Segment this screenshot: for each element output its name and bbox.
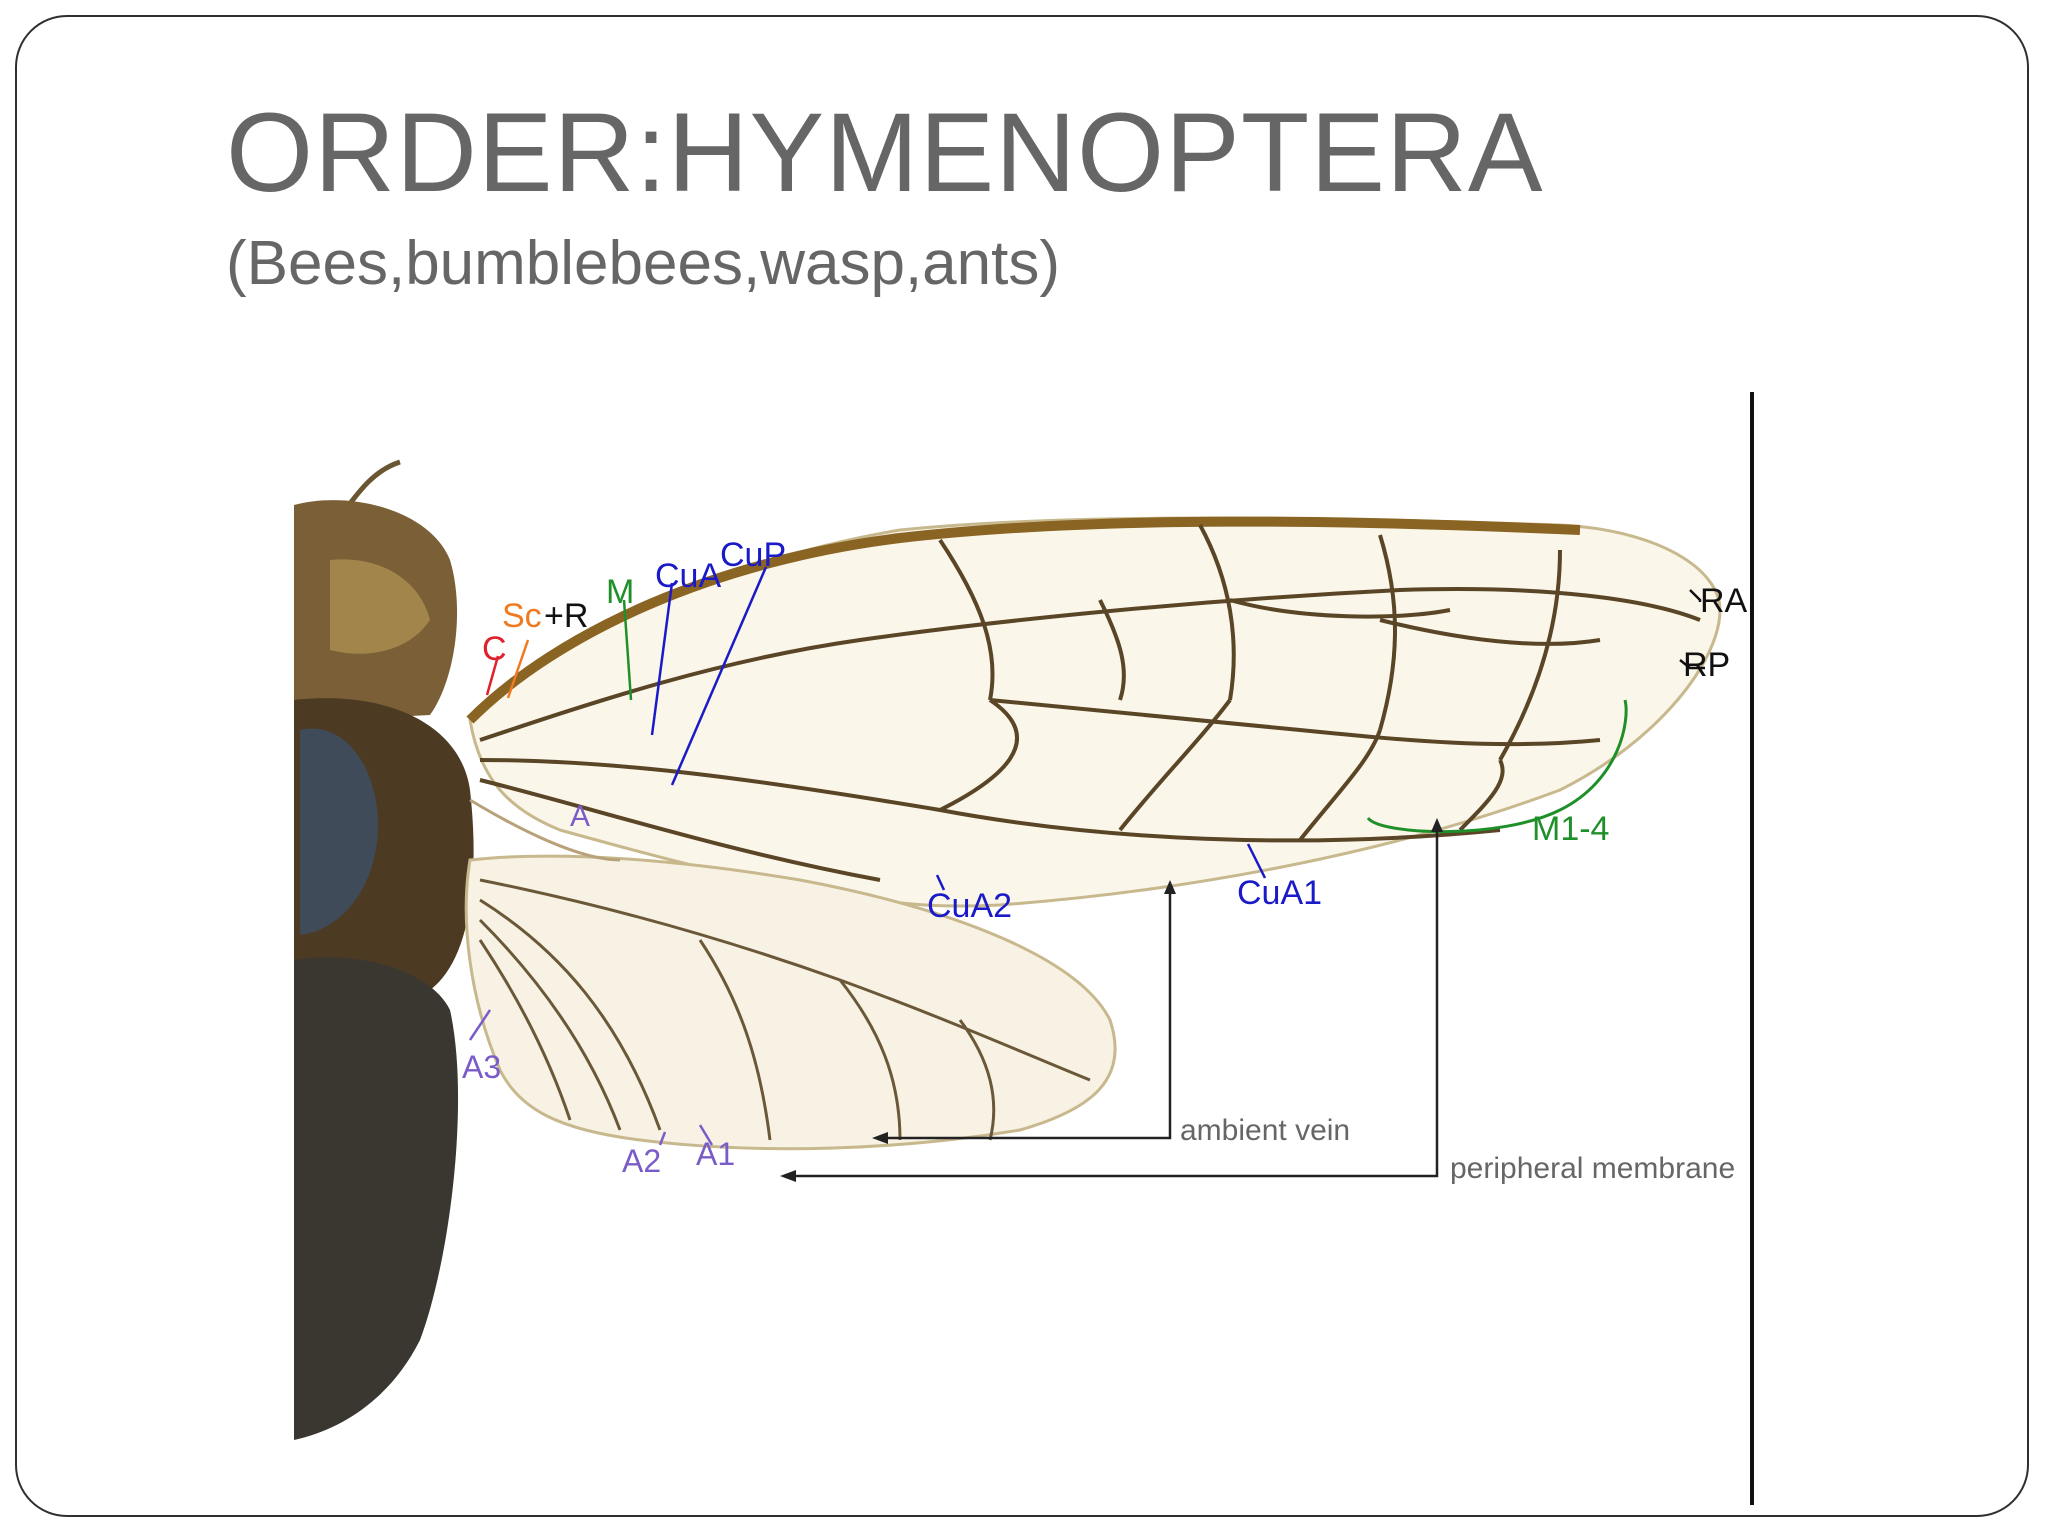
hindwing bbox=[464, 854, 1117, 1151]
pointer-sc bbox=[506, 639, 530, 699]
hindwing-veins bbox=[478, 878, 1091, 1141]
label-a2: A2 bbox=[622, 1143, 661, 1179]
pointer-cua1 bbox=[1246, 843, 1267, 879]
pointer-cup bbox=[670, 566, 768, 786]
pointer-cua2 bbox=[935, 874, 946, 891]
label-a3: A3 bbox=[462, 1049, 501, 1085]
label-cup: CuP bbox=[720, 536, 786, 574]
bracket-m1-4 bbox=[1366, 699, 1628, 834]
forewing-veins bbox=[479, 524, 1701, 882]
pointer-a1 bbox=[698, 1124, 714, 1146]
slide-subtitle: (Bees,bumblebees,wasp,ants) bbox=[226, 229, 1061, 298]
label-plus-r: +R bbox=[544, 597, 588, 635]
label-ra: RA bbox=[1700, 582, 1748, 620]
pointer-a3 bbox=[468, 1009, 492, 1041]
label-rp: RP bbox=[1683, 646, 1730, 684]
pointer-a2 bbox=[658, 1131, 667, 1146]
label-cua2: CuA2 bbox=[927, 887, 1012, 925]
pointer-m bbox=[622, 599, 633, 701]
pointer-rp bbox=[1679, 659, 1705, 670]
pointer-c bbox=[485, 655, 500, 696]
costal-margin bbox=[466, 516, 1581, 724]
label-peripheral-membrane: peripheral membrane bbox=[1450, 1152, 1735, 1185]
anal-area bbox=[469, 798, 621, 862]
slide-title: ORDER:HYMENOPTERA bbox=[226, 90, 1544, 215]
peripheral-membrane-arrow bbox=[780, 818, 1443, 1182]
insect-body-image bbox=[294, 459, 474, 1440]
label-m: M bbox=[606, 573, 634, 611]
thorax-highlight bbox=[330, 559, 430, 654]
insect-eye bbox=[300, 728, 379, 935]
label-sc: Sc bbox=[502, 597, 542, 635]
label-a1: A1 bbox=[696, 1136, 735, 1172]
label-c: C bbox=[482, 630, 507, 668]
label-cua: CuA bbox=[655, 557, 721, 595]
label-cua1: CuA1 bbox=[1237, 874, 1322, 912]
hindwing-membrane bbox=[464, 854, 1117, 1151]
pointer-cua bbox=[650, 582, 674, 736]
pointer-lines bbox=[468, 566, 1705, 1146]
label-a: A bbox=[570, 800, 590, 833]
pointer-ra bbox=[1689, 589, 1702, 602]
label-m1-4: M1-4 bbox=[1532, 810, 1609, 848]
forewing bbox=[466, 516, 1722, 908]
label-ambient-vein: ambient vein bbox=[1180, 1114, 1350, 1147]
ambient-vein-arrow bbox=[872, 880, 1176, 1144]
insect-abdomen bbox=[294, 957, 459, 1440]
